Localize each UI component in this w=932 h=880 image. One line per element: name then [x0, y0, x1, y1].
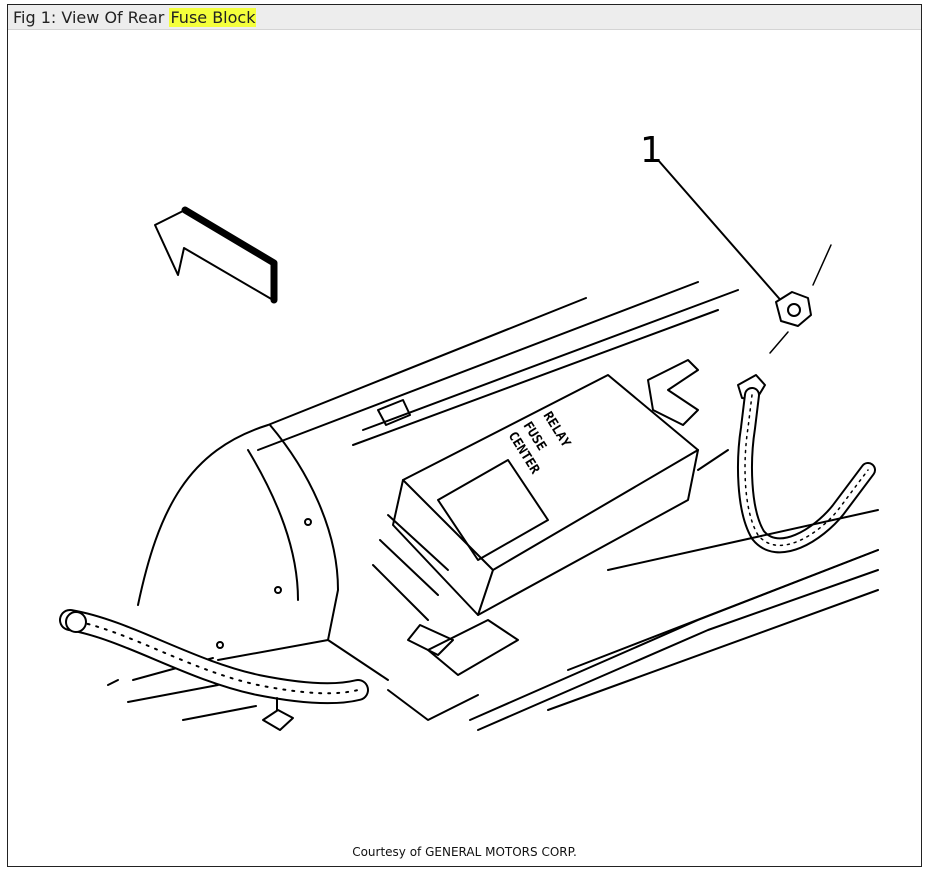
wiring-harness: [59, 609, 369, 705]
figure-title-bar: Fig 1: View Of Rear Fuse Block: [8, 5, 921, 30]
ground-stud: [107, 679, 294, 731]
callout-leader-line: [657, 159, 792, 313]
nut-icon: [775, 291, 812, 327]
callout-number: 1: [640, 130, 663, 171]
battery-cable: [737, 374, 876, 554]
figure-title-highlight: Fuse Block: [169, 8, 257, 27]
direction-arrow: [154, 206, 278, 304]
fuse-block-diagram: 1 FUSE CENTER RELAY: [59, 130, 879, 731]
figure-caption: Courtesy of GENERAL MOTORS CORP.: [352, 845, 577, 859]
fuse-block: [372, 359, 729, 676]
figure-frame: Fig 1: View Of Rear Fuse Block: [7, 4, 922, 867]
figure-title-text: Fig 1: View Of Rear: [13, 8, 170, 27]
mounting-rail: [387, 549, 879, 731]
figure-title: Fig 1: View Of Rear Fuse Block: [13, 8, 257, 27]
